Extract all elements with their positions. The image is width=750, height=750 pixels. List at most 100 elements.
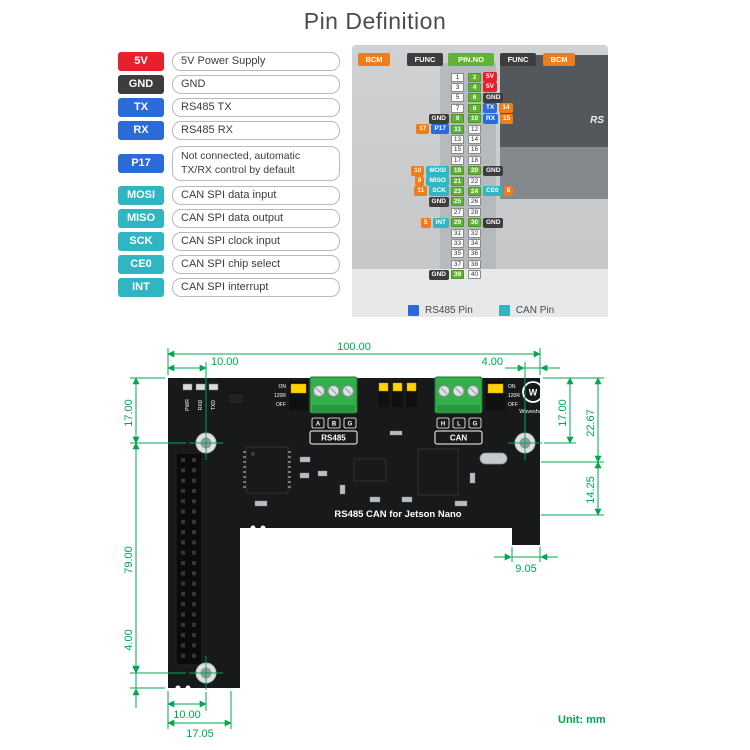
gpio-pin-pad [192,591,196,596]
pin-row: 35 36 [352,249,608,259]
dim-right-upper: 17.00 [557,399,569,427]
gpio-pin-pad [192,571,196,576]
mounting-hole [189,426,223,460]
gpio-pin-pad [192,488,196,493]
dim-bottom-hole: 10.00 [173,709,201,721]
waveshare-logo: W Waveshare [519,381,547,415]
jumper-120r-label: 120R [508,393,520,399]
gpio-pin-pad [181,519,185,524]
pin-number: 34 [468,238,481,248]
pin-number: 16 [468,145,481,155]
pin-number: 39 [451,270,464,280]
gpio-pin-pad [181,653,185,658]
dim-top-right: 4.00 [482,356,503,368]
brand-name: Waveshare [519,409,547,415]
mounting-hole [189,656,223,690]
pin-badge: TX [118,98,164,117]
crystal-oscillator [479,452,508,465]
pin-number: 14 [468,134,481,144]
pin-label: INT [432,217,449,228]
chip-pins [243,451,291,488]
pin-label: GND [483,92,504,103]
pin-number: 8 [468,103,481,113]
gpio-pin-pad [181,509,185,514]
status-leds: PWR RXD TXD [182,383,245,411]
dim-right-mid: 22.67 [585,409,597,437]
gpio-pin-pad [192,458,196,462]
pin-number: 1 [451,72,464,82]
pin-number: 36 [468,249,481,259]
gpio-pin-pad [192,509,196,514]
pin-label: 8 [503,186,514,197]
pin-row-right: 38 [468,259,481,269]
pin-description: CAN SPI data input [172,186,340,205]
pin-number: 38 [468,259,481,269]
pin-label: RX [483,113,499,124]
product-name: RS485 CAN for Jetson Nano [334,509,461,520]
pin-description: CAN SPI interrupt [172,278,340,297]
legend-item-can: CAN Pin [498,305,555,316]
pin-badge: MOSI [118,186,164,205]
pin-number: 6 [468,93,481,103]
photo-silkscreen-text: RS [590,115,604,126]
pin-row-left: 35 [451,249,464,259]
dim-left-main: 79.00 [123,546,135,574]
gpio-pin-pad [192,499,196,504]
pin-label: P17 [431,124,449,134]
gpio-pin-pad [192,653,196,658]
pin-number: 32 [468,228,481,238]
pin-number: 33 [451,238,464,248]
gpio-pin-pad [192,530,196,535]
pin-row-right: 12 [468,124,481,134]
gpio-pin-pad [192,622,196,627]
gpio-pin-pad [181,633,185,638]
ic-chips [243,446,508,496]
jumper-off-label: OFF [276,402,286,408]
pin-row-left: 1 [451,72,464,82]
brand-initial: W [529,388,538,398]
pin-number: 37 [451,259,464,269]
legend-label: CAN Pin [515,305,555,316]
pin-number: 19 [451,166,464,176]
pcb-outline [168,378,540,688]
pin-number: 31 [451,228,464,238]
gpio-pin-pad [192,643,196,648]
pin-badge: GND [118,75,164,94]
pin-label: 14 [499,103,513,114]
pin-row-left: 15 [451,145,464,155]
pin-row-right: 40 [468,270,481,280]
pin-badge: INT [118,278,164,297]
gpio-pin-pad [181,612,185,617]
pin-description: 5V Power Supply [172,52,340,71]
pin-number: 18 [468,155,481,165]
pin-row-left: 7 [451,103,464,113]
edge-notches [175,525,266,691]
page-title: Pin Definition [303,8,447,34]
board-drawing: PWR RXD TXD ON 120R OFF [123,341,606,740]
led-label-pwr: PWR [185,399,191,411]
pin-number: 3 [451,82,464,92]
rs485-pin-a: A [316,422,321,428]
pin-row-left: 37 [451,259,464,269]
pin-description: GND [172,75,340,94]
gpio-pin-pad [181,602,185,607]
gpio-pin-pad [181,581,185,586]
